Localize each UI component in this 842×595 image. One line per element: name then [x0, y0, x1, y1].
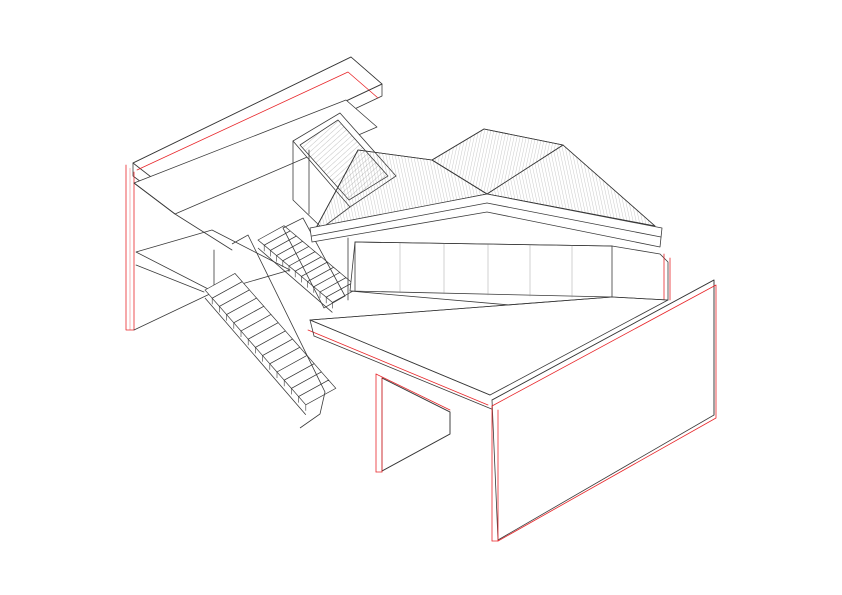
support-wall-cut-top: [375, 373, 451, 411]
lower-stair-stringer: [204, 297, 307, 416]
upper-stair-stringer: [257, 247, 333, 313]
right-wall-cut-top: [491, 284, 717, 542]
upper-stair-landing: [282, 217, 346, 309]
deck-top-outline: [309, 296, 669, 321]
pavilion-mullions: [399, 243, 573, 298]
right-cut-wall: [491, 279, 717, 542]
glazed-pavilion: [347, 237, 671, 315]
deck-left-end: [309, 319, 315, 337]
lower-stair-handrail: [231, 234, 326, 429]
roof-fascia-lower-2: [486, 202, 662, 238]
support-wall: [375, 373, 451, 473]
pavilion-bottom-edge: [349, 290, 613, 298]
lower-stair-flight: [204, 234, 337, 429]
lower-stair-tread: [298, 379, 337, 406]
deck-cut-edge: [307, 329, 489, 406]
left-floor-edge-2: [174, 213, 233, 251]
upper-stair-flight: [257, 217, 360, 313]
roof-fascia-lower: [311, 202, 488, 237]
support-wall-outline: [381, 377, 451, 472]
left-lower-edge: [135, 264, 205, 293]
left-roof-edge: [132, 56, 383, 200]
main-deck: [307, 296, 669, 411]
support-wall-face: [381, 377, 451, 472]
right-wall-outline: [491, 279, 715, 416]
left-roof-cut-line: [136, 71, 379, 171]
pavilion-top-edge: [354, 241, 613, 247]
deck-front-lower: [313, 335, 495, 411]
left-floor-edge: [133, 182, 176, 215]
roof-fascia-band: [309, 193, 663, 248]
left-lower-floor: [135, 229, 291, 293]
central-roof: [309, 128, 663, 248]
roof-valley: [431, 159, 488, 195]
deck-front-top: [309, 319, 491, 396]
